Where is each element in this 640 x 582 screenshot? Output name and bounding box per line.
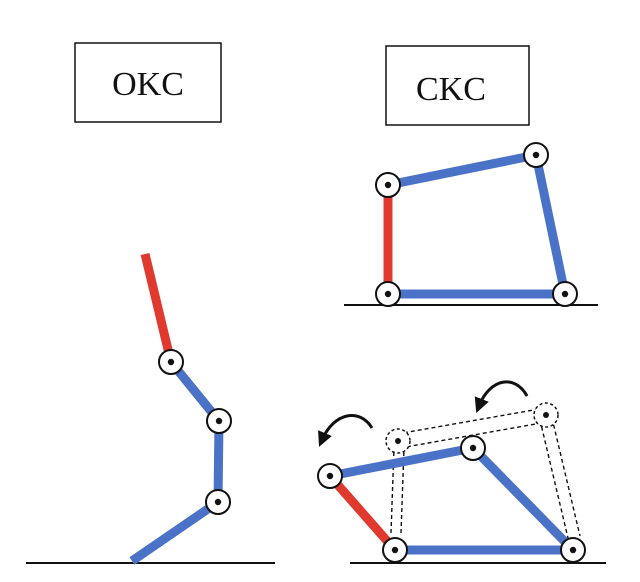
ckc-moving-link-top <box>329 443 474 481</box>
ckc-diagram-static <box>344 142 598 307</box>
ckc-moving-link-left <box>326 473 399 553</box>
ghost-joint-icon <box>385 428 411 454</box>
curved-arrow-icon <box>318 414 374 447</box>
pin-joint-icon <box>382 537 408 563</box>
okc-label-box: OKC <box>74 42 222 123</box>
pin-joint-icon <box>552 281 578 307</box>
curved-arrow-icon <box>474 380 529 413</box>
okc-link-base <box>129 498 221 565</box>
ckc-label: CKC <box>416 71 486 108</box>
pin-joint-icon <box>205 489 231 515</box>
ghost-linkage <box>390 407 581 539</box>
pin-joint-icon <box>375 281 401 307</box>
ckc-label-box: CKC <box>385 45 530 126</box>
pin-joint-icon <box>460 435 486 461</box>
okc-diagram <box>26 252 275 565</box>
ckc-link-top <box>387 150 537 190</box>
ckc-label-frame <box>385 45 530 126</box>
pin-joint-icon <box>158 349 184 375</box>
pin-joint-icon <box>560 537 586 563</box>
ckc-moving-link-right <box>469 444 577 554</box>
ckc-link-right <box>531 154 570 295</box>
pin-joint-icon <box>317 463 343 489</box>
pin-joint-icon <box>206 408 232 434</box>
pin-joint-icon <box>375 172 401 198</box>
ckc-diagram-moving <box>317 380 606 564</box>
okc-link-lower <box>213 420 224 503</box>
okc-label: OKC <box>112 66 184 103</box>
okc-link-distal <box>140 252 176 364</box>
pin-joint-icon <box>523 142 549 168</box>
ghost-joint-icon <box>533 402 559 428</box>
okc-label-frame <box>74 42 222 123</box>
